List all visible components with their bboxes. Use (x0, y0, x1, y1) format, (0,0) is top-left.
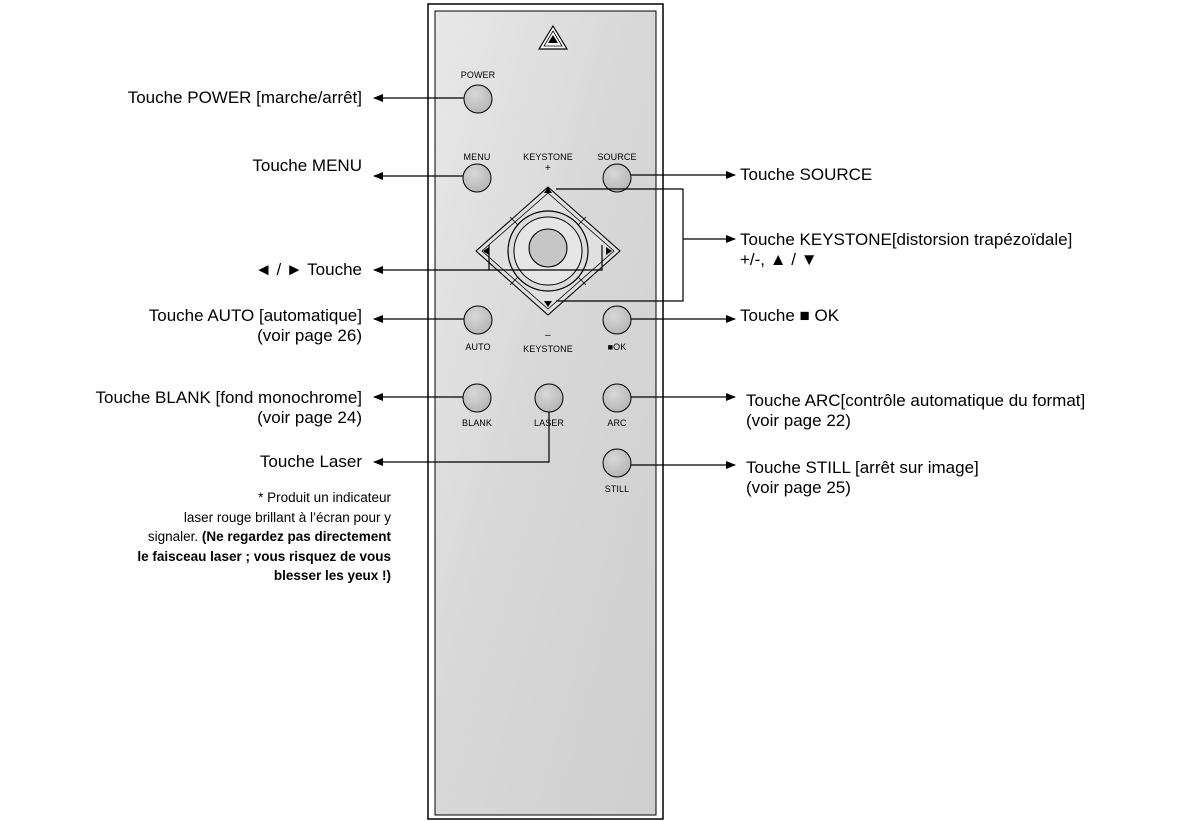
leader-lines-right (556, 171, 736, 469)
callout-source: Touche SOURCE (740, 165, 873, 184)
callout-still: Touche STILL [arrêt sur image] (voir pag… (746, 458, 979, 498)
laser-note-line4-bold: le faisceau laser ; vous risquez de vous (137, 548, 391, 564)
keystone-bottom-label: KEYSTONE (523, 344, 573, 354)
auto-button[interactable] (463, 305, 493, 335)
up-arrow-icon[interactable] (544, 187, 552, 193)
menu-button[interactable] (462, 163, 492, 193)
still-button[interactable] (602, 448, 632, 478)
callout-still-line1: Touche STILL [arrêt sur image] (746, 458, 979, 477)
laser-label: LASER (533, 418, 564, 428)
callout-keystone-line2: +/-, ▲ / ▼ (740, 250, 818, 269)
callout-arc: Touche ARC[contrôle automatique du forma… (746, 391, 1085, 431)
callout-arc-line2: (voir page 22) (746, 411, 851, 430)
callout-arc-line1: Touche ARC[contrôle automatique du forma… (746, 391, 1086, 410)
leader-lines-left (373, 94, 603, 466)
blank-button[interactable] (462, 383, 492, 413)
ok-button[interactable] (602, 305, 632, 335)
laser-note-line5: blesser les yeux !) (0, 566, 391, 586)
laser-note-line1: * Produit un indicateur (258, 490, 391, 505)
source-button[interactable] (602, 163, 632, 193)
dpad[interactable] (475, 186, 621, 316)
warning-triangle-icon (537, 24, 569, 50)
leader-lr-bracket (488, 245, 603, 271)
still-label: STILL (604, 484, 630, 494)
source-label: SOURCE (597, 152, 637, 162)
right-arrow-icon[interactable] (606, 247, 612, 255)
keystone-minus-label: – (545, 330, 551, 341)
callout-blank-line2: (voir page 24) (257, 408, 362, 427)
leader-laser (373, 412, 550, 466)
left-arrow-icon[interactable] (483, 247, 489, 255)
callout-power: Touche POWER [marche/arrêt] (127, 88, 362, 107)
callout-keystone-line1: Touche KEYSTONE[distorsion trapézoïdale] (740, 230, 1073, 249)
callout-auto: Touche AUTO [automatique] (voir page 26) (149, 306, 362, 346)
callout-keystone: Touche KEYSTONE[distorsion trapézoïdale]… (740, 230, 1072, 270)
keystone-top-label: KEYSTONE (523, 152, 573, 162)
callout-ok: Touche ■ OK (740, 306, 840, 325)
laser-note: * Produit un indicateur laser rouge bril… (0, 488, 391, 586)
arc-label: ARC (607, 418, 627, 428)
auto-label: AUTO (465, 342, 491, 352)
callout-blank-line1: Touche BLANK [fond monochrome] (95, 388, 362, 407)
down-arrow-icon[interactable] (544, 301, 552, 307)
laser-note-line5-bold: blesser les yeux !) (273, 568, 391, 583)
laser-note-line4: le faisceau laser ; vous risquez de vous (0, 547, 391, 567)
ok-label: ■OK (607, 342, 627, 352)
laser-note-line3-normal: signaler. (147, 529, 202, 544)
callout-left-right: ◄ / ► Touche (254, 260, 362, 279)
callout-menu: Touche MENU (252, 156, 362, 175)
blank-label: BLANK (461, 418, 492, 428)
callout-still-line2: (voir page 25) (746, 478, 851, 497)
callout-auto-line1: Touche AUTO [automatique] (148, 306, 362, 325)
remote-body (427, 3, 664, 820)
power-label: POWER (460, 70, 496, 80)
laser-note-line3: signaler. (Ne regardez pas directement (0, 527, 391, 547)
callout-blank: Touche BLANK [fond monochrome] (voir pag… (96, 388, 362, 428)
menu-label: MENU (463, 152, 491, 162)
laser-note-line2: laser rouge brillant à l’écran pour y (183, 509, 391, 525)
leader-keystone-bracket (556, 188, 684, 302)
power-button[interactable] (463, 84, 493, 114)
laser-note-line3-bold: (Ne regardez pas directement (201, 529, 391, 544)
laser-button[interactable] (534, 383, 564, 413)
keystone-plus-label: + (545, 163, 551, 174)
callout-auto-line2: (voir page 26) (257, 326, 362, 345)
arc-button[interactable] (602, 383, 632, 413)
callout-laser: Touche Laser (259, 452, 362, 471)
